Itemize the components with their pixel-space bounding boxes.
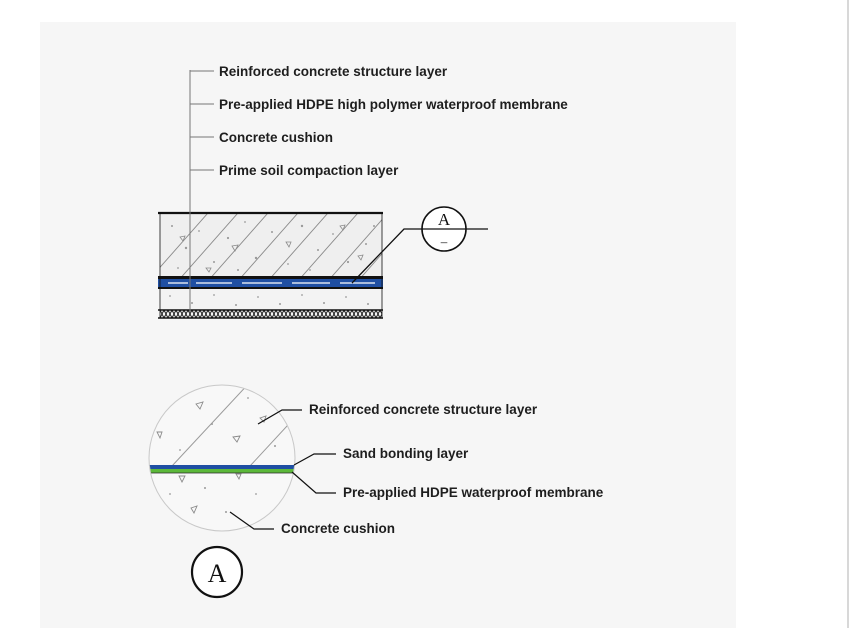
detail-label-cushion: Concrete cushion: [281, 521, 395, 536]
detail-label-structure: Reinforced concrete structure layer: [309, 402, 538, 417]
drawing-sheet: [40, 22, 736, 628]
concrete-hatch: [160, 213, 382, 276]
detail-marker-letter: A: [208, 559, 227, 588]
section-label-membrane: Pre-applied HDPE high polymer waterproof…: [219, 97, 568, 112]
detail-a-circle: [148, 384, 296, 532]
detail-leader-lines: [229, 409, 336, 530]
detail-bonding-green: [149, 469, 295, 473]
detail-label-sand-bonding: Sand bonding layer: [343, 446, 469, 461]
aggregate-triangles: [179, 224, 364, 273]
aggregate-dots: [171, 221, 375, 271]
membrane-bottom-line: [158, 287, 383, 289]
reinforced-concrete-layer: [160, 213, 382, 276]
detail-contents: [149, 385, 295, 514]
detail-membrane-blue: [149, 465, 295, 469]
soil-hatch: [160, 310, 382, 318]
cushion-dots: [169, 294, 369, 306]
detail-dots: [169, 397, 276, 513]
detail-callout-symbol: A –: [421, 206, 488, 252]
concrete-cushion-layer: [160, 289, 382, 310]
wall-section: [158, 211, 383, 319]
callout-leader: [351, 228, 422, 284]
detail-outline: [148, 384, 296, 532]
section-label-structure: Reinforced concrete structure layer: [219, 64, 448, 79]
detail-triangles: [156, 401, 267, 514]
section-label-soil: Prime soil compaction layer: [219, 163, 399, 178]
callout-sub: –: [440, 234, 448, 249]
callout-letter: A: [438, 210, 451, 229]
detail-label-membrane: Pre-applied HDPE waterproof membrane: [343, 485, 604, 500]
section-leader-lines: [189, 70, 214, 313]
section-label-cushion: Concrete cushion: [219, 130, 333, 145]
window-edge: [847, 0, 849, 628]
membrane-top-line: [158, 276, 383, 279]
detail-marker: A: [190, 545, 244, 599]
